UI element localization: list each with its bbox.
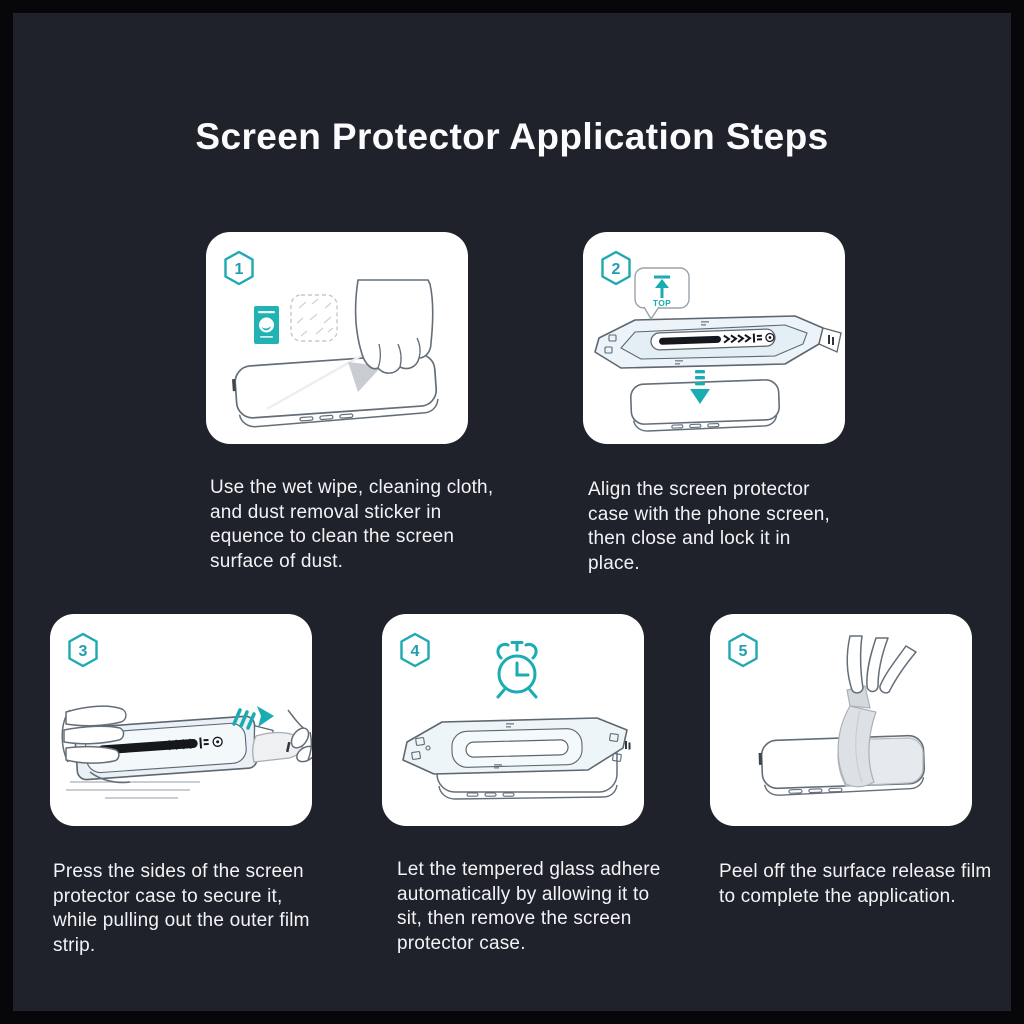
step-5-badge: 5 [728,632,758,668]
step-card-5: 5 [710,614,972,826]
hexagon-icon [224,250,254,286]
step-2-illustration: 2 [594,250,842,432]
step-5-illustration: 5 [728,632,926,796]
step-card-3: 3 [50,614,312,826]
background-panel [13,13,1011,1011]
step-5-caption: Peel off the surface release film to com… [719,861,992,907]
step-4-caption: Let the tempered glass adhere automatica… [397,859,661,954]
hexagon-icon [68,632,98,668]
step-2-badge: 2 [601,250,631,286]
pinching-hand-icon [846,635,917,694]
step-number: 1 [235,261,244,278]
step-2-caption: Align the screen protector case with the… [588,479,830,574]
cleaning-cloth-icon [290,294,338,342]
hexagon-icon [601,250,631,286]
down-arrow-icon [690,370,710,404]
phone-edge-icon [66,781,200,799]
step-3-badge: 3 [68,632,98,668]
top-bubble: TOP [634,267,690,320]
applicator-case-icon [594,315,842,369]
step-number: 2 [612,261,621,278]
step-4-illustration: 4 [400,632,631,800]
applicator-case-icon [402,717,631,775]
wipe-triangle-icon [348,362,382,392]
step-number: 5 [739,643,748,660]
step-card-1: 1 [206,232,468,444]
step-number: 4 [411,643,420,660]
alarm-clock-icon [496,641,538,699]
phone-icon [629,379,781,432]
step-4-badge: 4 [400,632,430,668]
pressing-hand-icon [61,705,131,784]
pulling-hand-icon [287,709,312,763]
hand-icon [354,279,434,374]
top-label: TOP [653,298,671,308]
step-3-illustration: 3 [61,632,312,799]
wet-wipe-icon [254,306,279,344]
peeled-film-icon [837,685,877,788]
step-card-4: 4 [382,614,644,826]
step-3-caption: Press the sides of the screen protector … [53,861,310,956]
hexagon-icon [400,632,430,668]
hexagon-icon [728,632,758,668]
step-number: 3 [79,643,88,660]
step-1-badge: 1 [224,250,254,286]
step-card-2: 2 [583,232,845,444]
step-1-caption: Use the wet wipe, cleaning cloth, and du… [210,477,494,572]
pull-arrow-icon [232,706,274,730]
step-1-illustration: 1 [224,250,439,428]
page-title: Screen Protector Application Steps [195,116,829,157]
